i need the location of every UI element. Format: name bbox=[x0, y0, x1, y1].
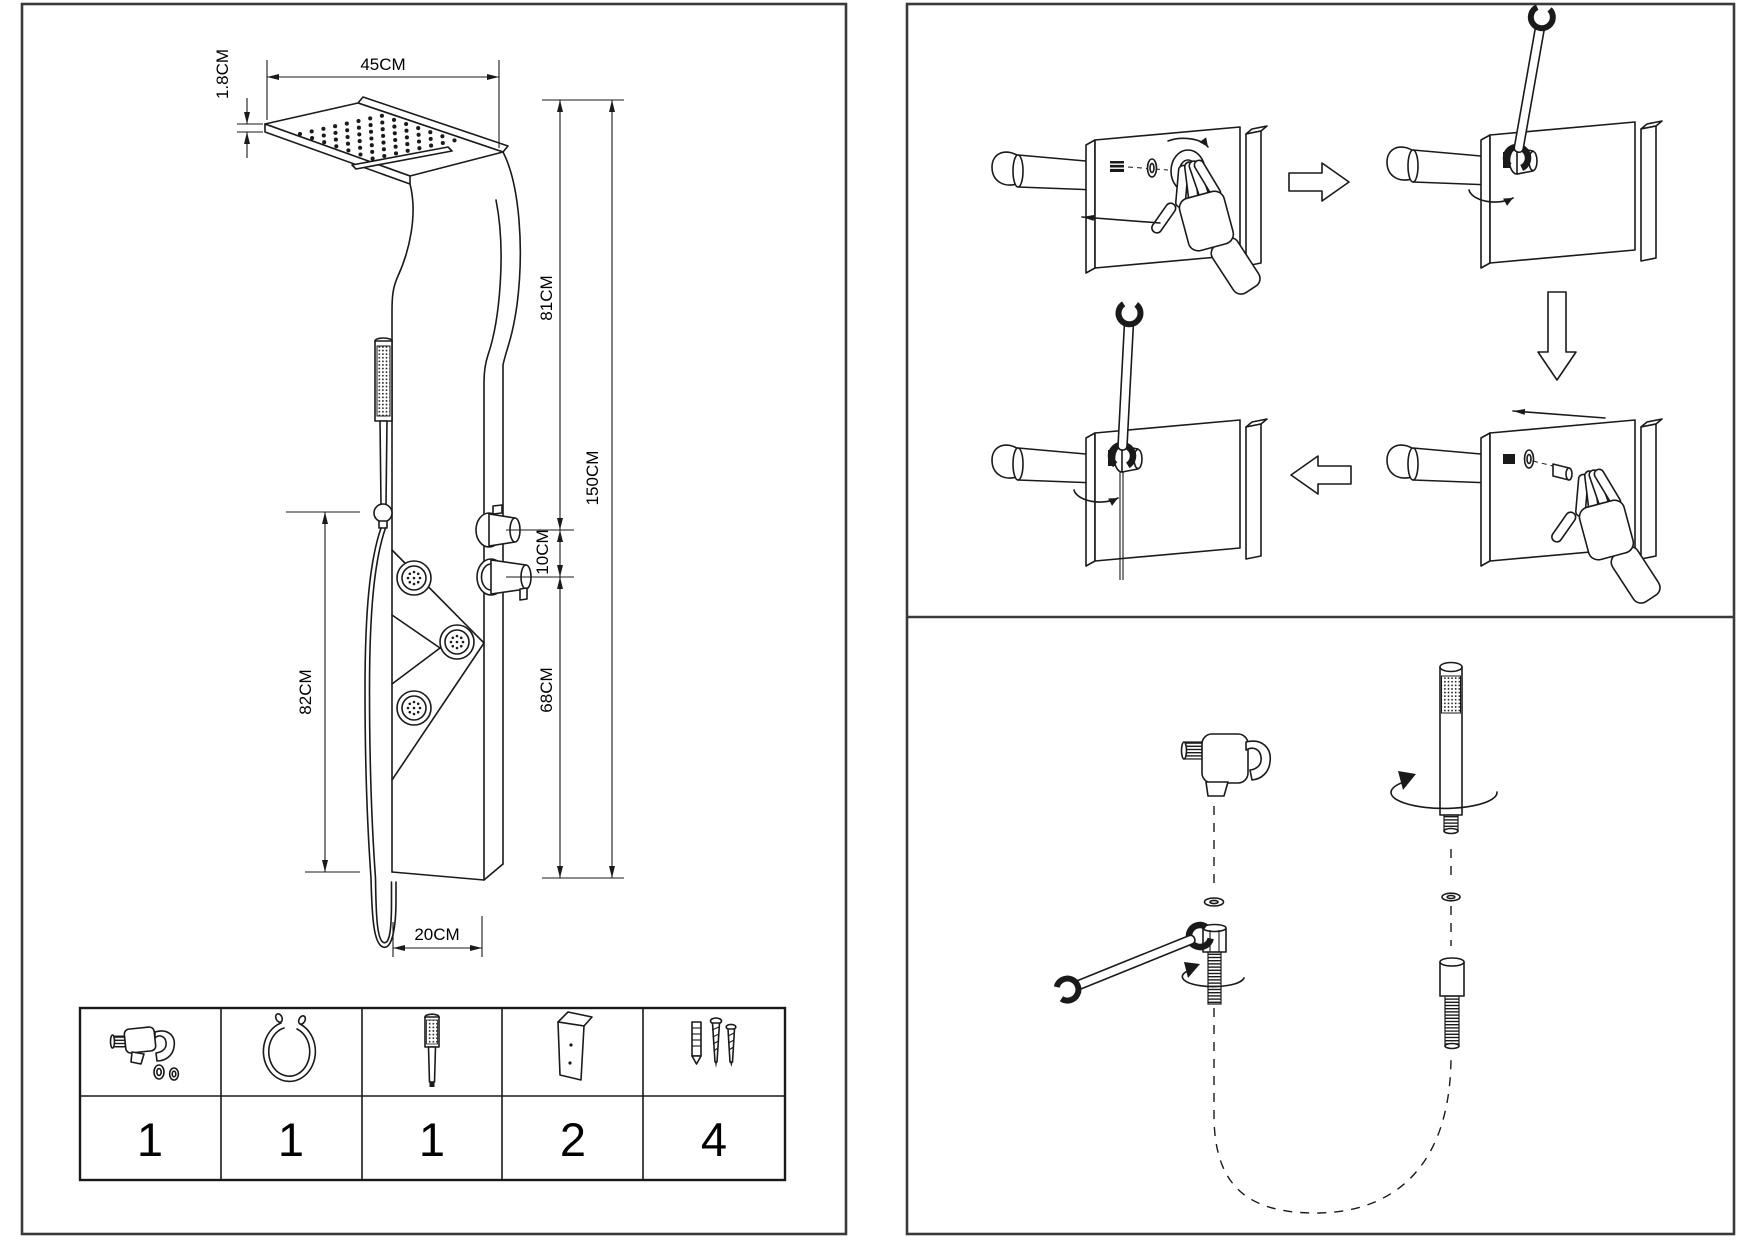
dim-81cm-label: 81CM bbox=[537, 275, 556, 320]
shower-hose-icon bbox=[262, 1012, 317, 1083]
control-knob-lower bbox=[476, 558, 532, 601]
arrow-left-icon bbox=[1290, 455, 1352, 495]
hand-shower bbox=[373, 337, 393, 529]
mounting-bolt-part bbox=[1181, 923, 1245, 1005]
install-step-2 bbox=[1386, 6, 1663, 269]
arrow-right-icon bbox=[1288, 162, 1350, 202]
qty-hand-shower: 1 bbox=[419, 1113, 445, 1166]
dimension-panel: 45CM 1.8CM 81CM 10CM 68CM 150CM bbox=[20, 2, 848, 1236]
wall-outlet-holder-icon bbox=[109, 1026, 180, 1081]
dim-150cm-label: 150CM bbox=[583, 451, 602, 506]
dimension-panel-border bbox=[20, 2, 848, 1236]
waterfall-slot bbox=[351, 146, 453, 170]
hand-shower-icon bbox=[424, 1013, 440, 1087]
install-step-3 bbox=[1386, 408, 1667, 625]
parts-table: 1 1 1 2 4 bbox=[78, 1006, 787, 1182]
body-jet-top bbox=[396, 560, 432, 596]
screws-and-anchors-icon bbox=[691, 1017, 737, 1068]
shower-holder-knob bbox=[373, 503, 393, 523]
qty-hose: 1 bbox=[278, 1113, 304, 1166]
installation-panel bbox=[905, 2, 1736, 1236]
body-jet-middle bbox=[439, 624, 475, 660]
dimension-right-chain: 81CM 10CM 68CM 150CM bbox=[506, 99, 624, 879]
installation-panel-border bbox=[905, 2, 1736, 1236]
shower-hose bbox=[364, 527, 397, 948]
arrow-down-icon bbox=[1537, 291, 1577, 381]
hose-connector-part bbox=[1439, 957, 1465, 1050]
dim-head-thickness-label: 1.8CM bbox=[213, 49, 232, 99]
dim-82cm-label: 82CM bbox=[296, 669, 315, 714]
spray-nozzles bbox=[297, 113, 457, 161]
install-step-4 bbox=[991, 304, 1268, 580]
dimension-82cm: 82CM bbox=[286, 511, 360, 873]
control-knob-upper bbox=[475, 504, 521, 548]
shower-head bbox=[264, 96, 509, 185]
dim-head-width-label: 45CM bbox=[360, 55, 405, 74]
dim-10cm-label: 10CM bbox=[533, 529, 552, 574]
dim-20cm-label: 20CM bbox=[414, 925, 459, 944]
dim-68cm-label: 68CM bbox=[537, 667, 556, 712]
wall-outlet-holder-part bbox=[1180, 733, 1271, 797]
dimension-20cm: 20CM bbox=[392, 916, 483, 957]
dimension-45cm: 45CM bbox=[266, 55, 500, 148]
qty-screws: 4 bbox=[701, 1113, 727, 1166]
hand-shower-part bbox=[1390, 661, 1498, 835]
body-jet-bottom bbox=[396, 690, 432, 726]
qty-holder: 1 bbox=[137, 1113, 163, 1166]
dimension-1-8cm: 1.8CM bbox=[213, 49, 263, 158]
hand-shower-assembly bbox=[1055, 661, 1498, 1214]
wall-bracket-icon bbox=[557, 1011, 593, 1081]
shower-hose-path bbox=[1213, 1008, 1452, 1214]
qty-bracket: 2 bbox=[560, 1113, 586, 1166]
install-step-1 bbox=[991, 125, 1268, 316]
shower-panel-body bbox=[391, 151, 532, 881]
